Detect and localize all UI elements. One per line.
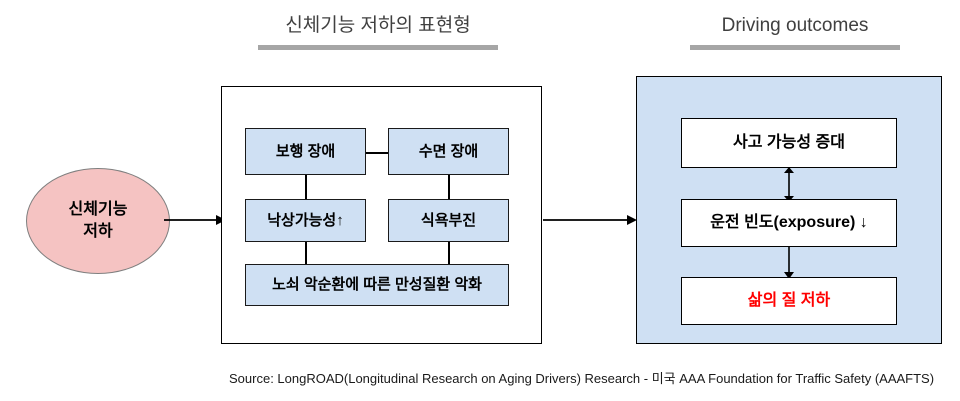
node-sleep-disorder-label: 수면 장애 bbox=[418, 142, 479, 160]
node-gait-disorder[interactable]: 보행 장애 bbox=[245, 128, 366, 175]
node-crash-risk-label: 사고 가능성 증대 bbox=[733, 134, 845, 152]
connector-fall-to-chronic bbox=[305, 241, 307, 265]
connector-gait-to-sleep bbox=[366, 152, 388, 154]
node-chronic-disease[interactable]: 노쇠 악순환에 따른 만성질환 악화 bbox=[245, 264, 509, 306]
arrow-exposure-to-qol bbox=[784, 245, 794, 279]
node-driving-exposure-label: 운전 빈도(exposure) ↓ bbox=[710, 214, 868, 232]
node-appetite-loss-label: 식욕부진 bbox=[420, 211, 477, 229]
connector-gait-to-fall bbox=[305, 175, 307, 200]
arrow-source-to-middle bbox=[164, 215, 226, 225]
arrow-middle-to-right bbox=[543, 215, 637, 225]
node-fall-risk-label: 낙상가능성↑ bbox=[267, 211, 344, 229]
section-title-middle: 신체기능 저하의 표현형 bbox=[285, 15, 471, 36]
node-label-line2: 저하 bbox=[83, 223, 113, 240]
arrow-crash-exposure-bidirectional bbox=[784, 167, 794, 202]
source-caption: Source: LongROAD(Longitudinal Research o… bbox=[229, 371, 935, 386]
node-fall-risk[interactable]: 낙상가능성↑ bbox=[245, 199, 366, 242]
node-gait-disorder-label: 보행 장애 bbox=[275, 142, 336, 160]
node-quality-of-life[interactable]: 삶의 질 저하 bbox=[681, 277, 897, 325]
node-driving-exposure[interactable]: 운전 빈도(exposure) ↓ bbox=[681, 199, 897, 247]
node-physical-function-decline[interactable]: 신체기능 저하 bbox=[26, 168, 170, 274]
node-quality-of-life-label: 삶의 질 저하 bbox=[747, 292, 831, 310]
section-title-right: Driving outcomes bbox=[721, 15, 869, 36]
node-sleep-disorder[interactable]: 수면 장애 bbox=[388, 128, 509, 175]
connector-appetite-to-chronic bbox=[448, 241, 450, 265]
connector-sleep-to-appetite bbox=[448, 175, 450, 200]
section-title-middle-rule bbox=[258, 45, 498, 50]
node-chronic-disease-label: 노쇠 악순환에 따른 만성질환 악화 bbox=[272, 276, 482, 293]
section-title-right-rule bbox=[690, 45, 900, 50]
node-crash-risk[interactable]: 사고 가능성 증대 bbox=[681, 118, 897, 168]
node-appetite-loss[interactable]: 식욕부진 bbox=[388, 199, 509, 242]
node-label-line1: 신체기능 bbox=[68, 201, 128, 219]
